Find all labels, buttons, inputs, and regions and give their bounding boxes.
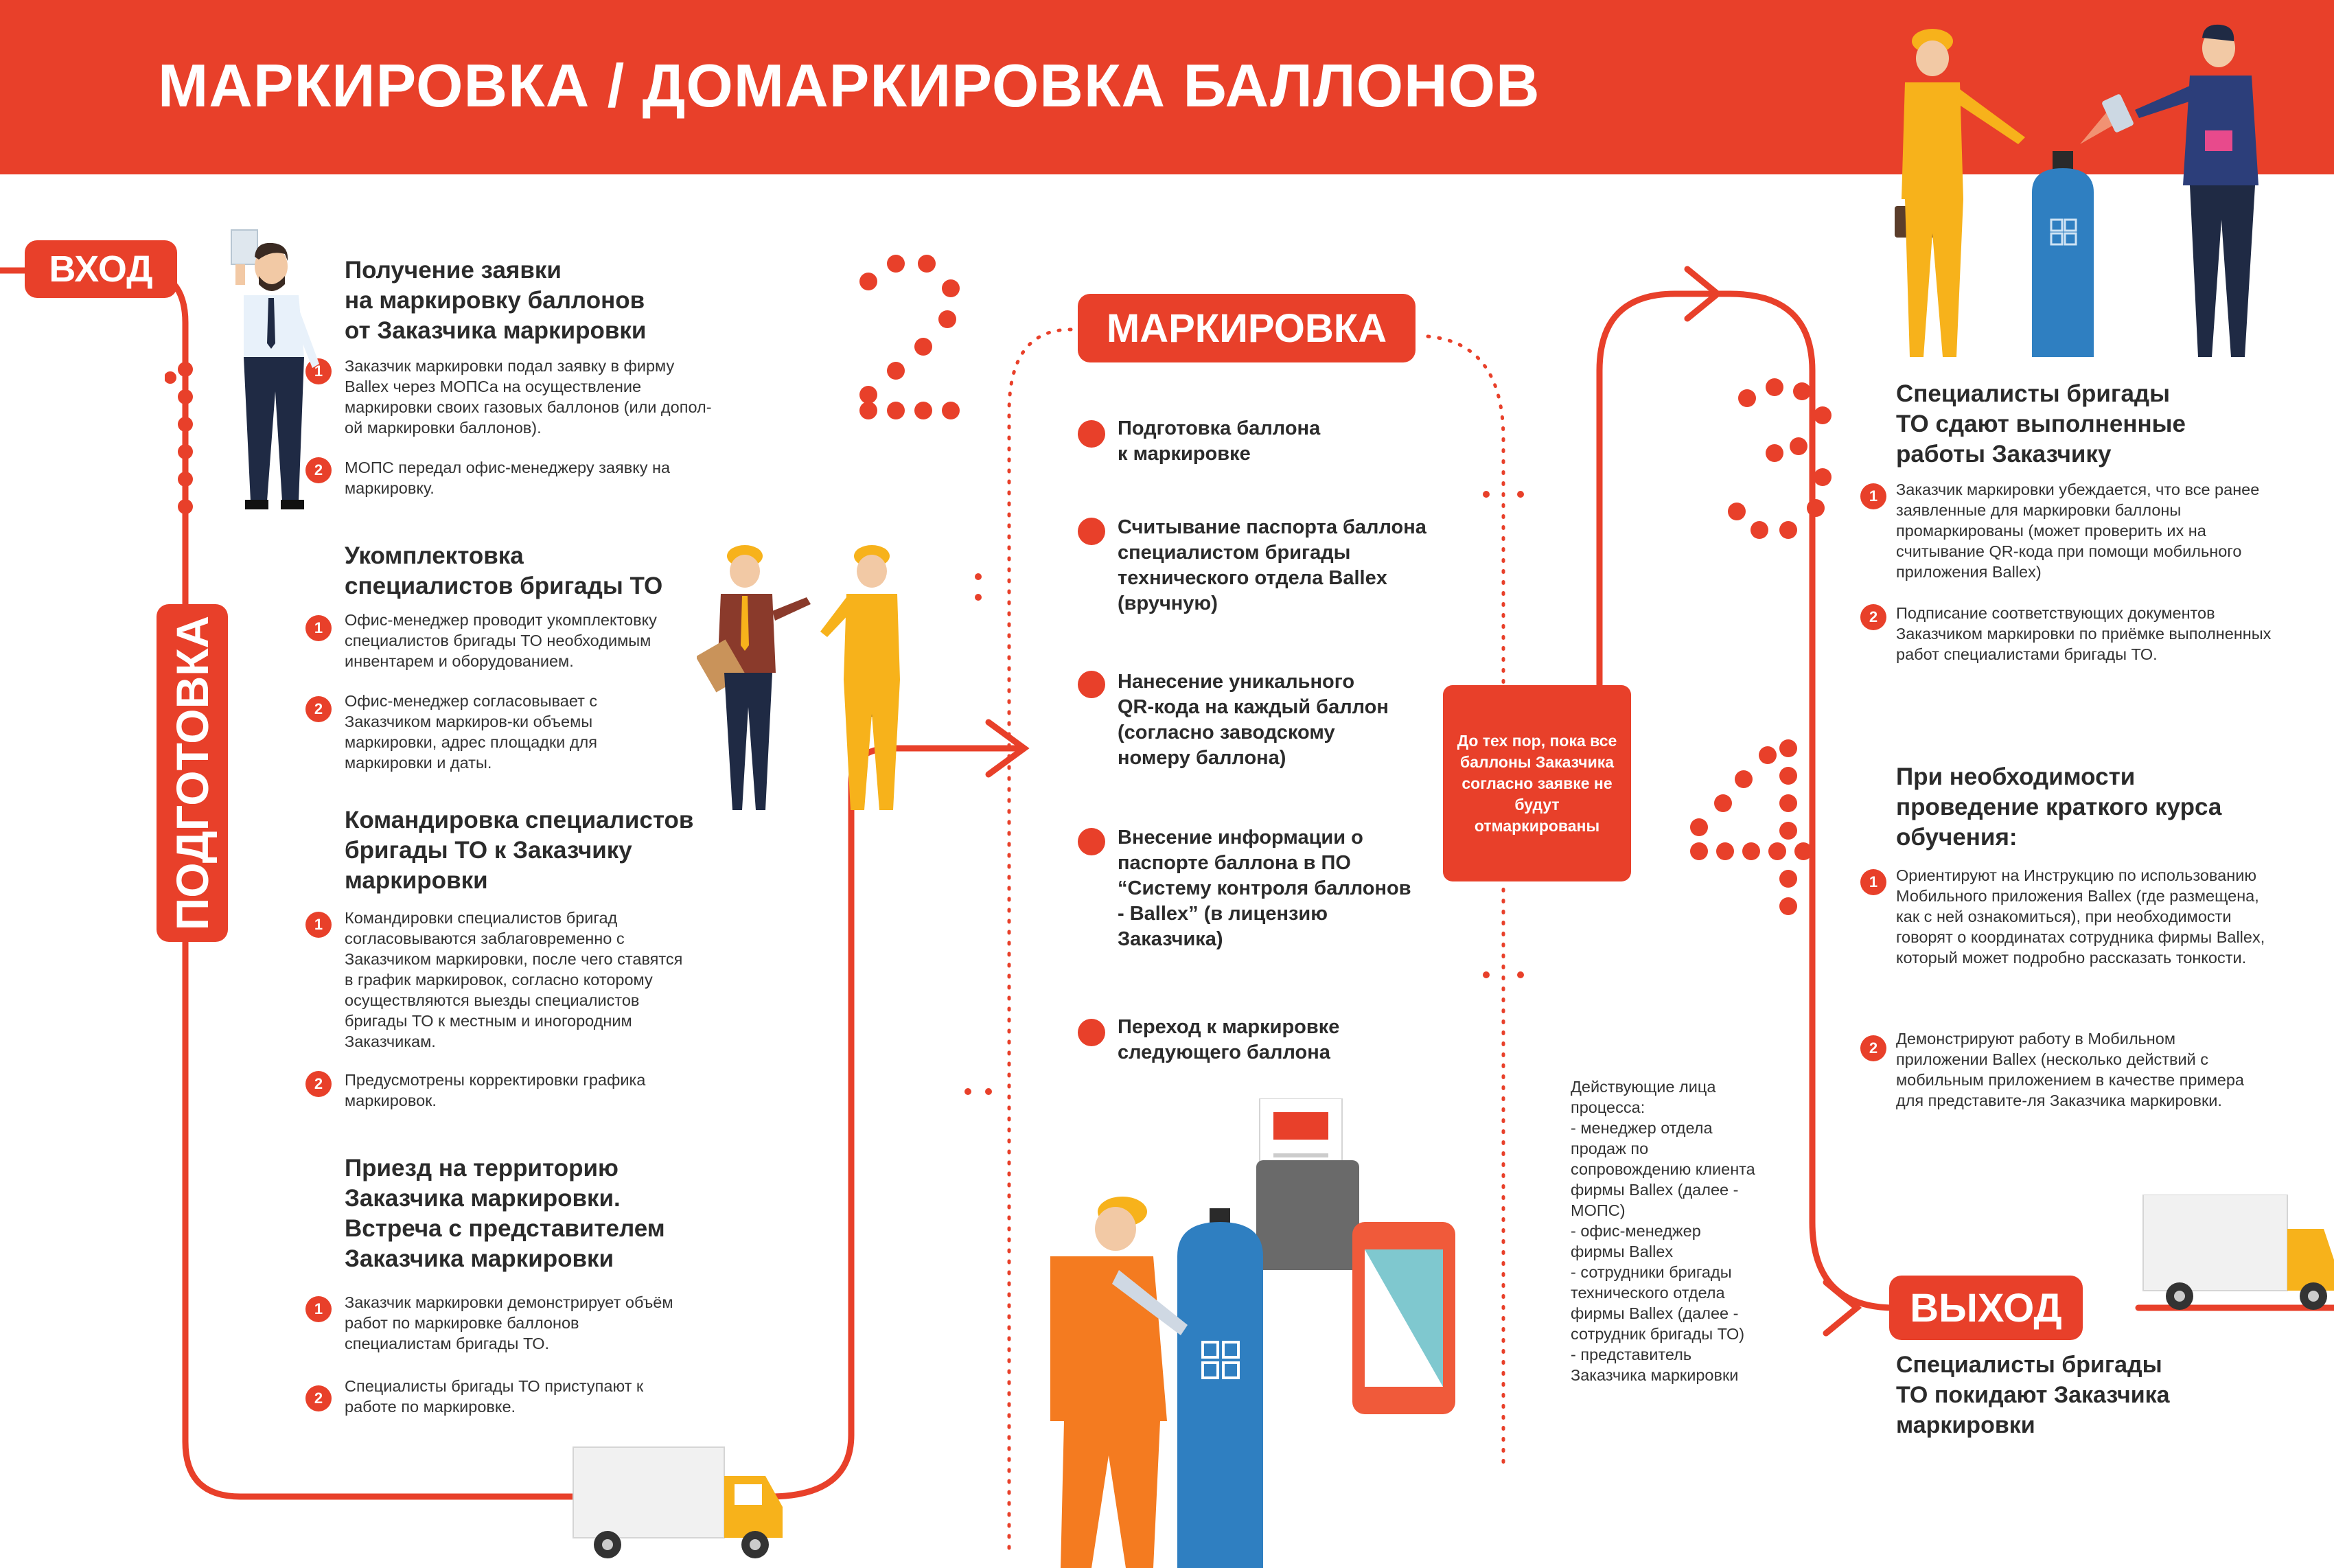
item-number-badge: 2 [305,696,332,722]
section-heading-team-equipment: Укомплектовка специалистов бригады ТО [345,542,663,599]
step-bullet [1078,671,1105,698]
marking-loop-left [1007,327,1073,1554]
exit-text: Специалисты бригады ТО покидают Заказчик… [1896,1352,2170,1438]
process-actors-text: Действующие лица процесса: - менеджер от… [1571,1078,1755,1384]
step-bullet [1078,1019,1105,1046]
flow-line-up [1596,290,1720,704]
loop-condition-note: До тех пор, пока все баллоны Заказчика с… [1443,685,1631,881]
marking-step: Подготовка баллона к маркировке [1118,417,1321,465]
marking-step: Нанесение уникального QR-кода на каждый … [1118,671,1389,769]
section-item-text: Специалисты бригады ТО приступают к рабо… [345,1377,644,1416]
exit-label: ВЫХОД [1889,1276,2083,1340]
section-heading-arrival: Приезд на территорию Заказчика маркировк… [345,1155,665,1272]
item-number-badge: 1 [1860,483,1886,509]
section-item-text: Командировки специалистов бригад согласо… [345,909,683,1050]
item-number-badge: 1 [305,358,332,384]
section-item-text: Предусмотрены корректировки графика марк… [345,1071,646,1109]
marking-step: Считывание паспорта баллона специалистом… [1118,516,1426,614]
item-number-badge: 1 [1860,869,1886,895]
item-number-badge: 2 [305,1385,332,1411]
item-number-badge: 1 [305,615,332,641]
step-bullet [1078,828,1105,855]
marking-label: МАРКИРОВКА [1078,294,1416,362]
marking-worker-illustration [1050,1098,1455,1568]
page-title: МАРКИРОВКА / ДОМАРКИРОВКА БАЛЛОНОВ [158,51,1540,119]
arrow-right-icon [985,719,1030,778]
section-item-text: Заказчик маркировки подал заявку в фирму… [345,357,712,437]
marking-step: Внесение информации о паспорте баллона в… [1118,827,1411,950]
marking-step: Переход к маркировке следующего баллона [1118,1016,1340,1063]
item-number-badge: 2 [305,457,332,483]
prep-label: ПОДГОТОВКА [157,604,228,942]
truck-icon [573,1446,783,1558]
item-number-badge: 2 [1860,604,1886,630]
step-number-2 [859,255,960,419]
step-number-4 [1690,739,1812,915]
step-bullet [1078,420,1105,448]
acceptance-illustration [1895,24,2258,357]
section-item-text: Ориентируют на Инструкцию по использован… [1896,866,2265,967]
section-heading-order-received: Получение заявки на маркировку баллонов … [345,257,647,344]
section-item-text: Офис-менеджер согласовывает с Заказчиком… [345,692,598,772]
section-item-text: Подписание соответствующих документов За… [1896,604,2272,663]
step-number-1 [165,362,193,514]
section-heading-handover: Специалисты бригады ТО сдают выполненные… [1896,380,2186,468]
step-bullet [1078,518,1105,545]
section-item-text: Заказчик маркировки убеждается, что все … [1896,481,2260,581]
truck-icon [2142,1195,2334,1310]
arrow-right-icon [1823,1279,1862,1337]
section-item-text: МОПС передал офис-менеджеру заявку на ма… [345,459,671,497]
item-number-badge: 1 [305,1296,332,1322]
customer-illustration [231,229,319,509]
item-number-badge: 2 [1860,1035,1886,1061]
section-item-text: Заказчик маркировки демонстрирует объём … [345,1293,673,1352]
flow-line-right [1713,290,2029,1311]
item-number-badge: 1 [305,912,332,938]
team-meeting-illustration [697,545,900,810]
step-number-3 [1728,378,1832,539]
section-item-text: Офис-менеджер проводит укомплектовку спе… [345,611,657,670]
section-heading-training: При необходимости проведение краткого ку… [1896,763,2222,851]
entry-label: ВХОД [25,240,177,298]
section-item-text: Демонстрируют работу в Мобильном приложе… [1896,1030,2244,1109]
section-heading-business-trip: Командировка специалистов бригады ТО к З… [345,807,694,894]
item-number-badge: 2 [305,1071,332,1097]
